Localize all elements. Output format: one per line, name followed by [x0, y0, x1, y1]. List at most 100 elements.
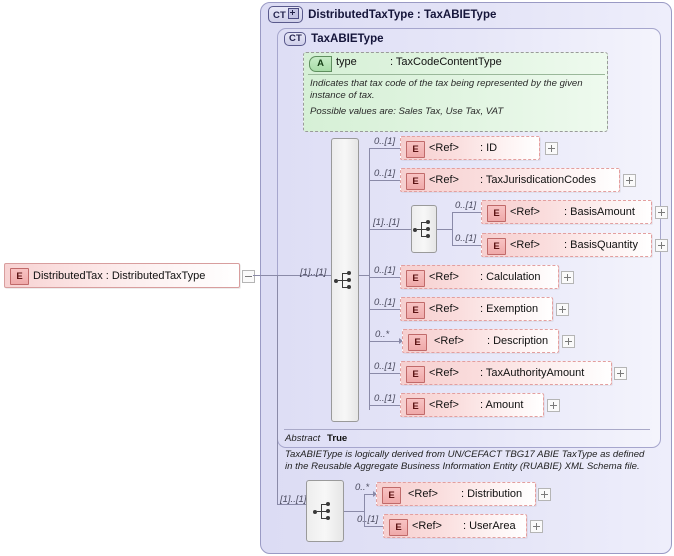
element-ref: <Ref>: [510, 239, 540, 251]
cardinality-bottom-sequence: [1]..[1]: [280, 494, 307, 505]
connector-seq-to-trunk: [359, 275, 369, 276]
attribute-badge: A: [309, 56, 332, 72]
element-badge: E: [487, 238, 506, 255]
attribute-doc-line1: Indicates that tax code of the tax being…: [310, 78, 583, 101]
arrow-icon-distribution: [373, 491, 377, 497]
connector-row-userarea: [364, 526, 388, 527]
element-row-basisquantity[interactable]: E <Ref> : BasisQuantity: [481, 233, 652, 257]
element-row-taxauthorityamount[interactable]: E <Ref> : TaxAuthorityAmount: [400, 361, 612, 385]
cardinality-taxjurisdicationcodes: 0..[1]: [374, 168, 396, 179]
element-row-exemption[interactable]: E <Ref> : Exemption: [400, 297, 553, 321]
element-row-distribution[interactable]: E <Ref> : Distribution: [376, 482, 536, 506]
element-ref: <Ref>: [429, 142, 459, 154]
sequence-icon: [313, 502, 337, 522]
expand-plus-icon-id[interactable]: [545, 142, 558, 155]
element-type: : BasisAmount: [564, 206, 635, 218]
element-row-basisamount[interactable]: E <Ref> : BasisAmount: [481, 200, 652, 224]
cardinality-taxauthorityamount: 0..[1]: [374, 361, 396, 372]
cardinality-amount: 0..[1]: [374, 393, 396, 404]
expand-plus-icon-taxjurisdicationcodes[interactable]: [623, 174, 636, 187]
element-type: : TaxJurisdicationCodes: [480, 174, 596, 186]
element-badge: E: [406, 302, 425, 319]
expand-plus-icon-description[interactable]: [562, 335, 575, 348]
attribute-doc-line2: Possible values are: Sales Tax, Use Tax,…: [310, 106, 504, 117]
cardinality-calculation: 0..[1]: [374, 265, 396, 276]
complextype-title-outer: DistributedTaxType : TaxABIEType: [308, 8, 497, 21]
expand-plus-icon-exemption[interactable]: [556, 303, 569, 316]
divider: [284, 429, 650, 430]
element-type: : Exemption: [480, 303, 539, 315]
cardinality-basisquantity: 0..[1]: [455, 233, 477, 244]
cardinality-userarea: 0..[1]: [357, 514, 379, 525]
collapse-minus-icon[interactable]: [242, 270, 255, 283]
element-badge: E: [406, 398, 425, 415]
attribute-name: type: [336, 56, 357, 68]
element-badge: E: [382, 487, 401, 504]
element-row-id[interactable]: E <Ref> : ID: [400, 136, 540, 160]
connector-trunk-bottom: [364, 494, 365, 526]
attribute-type-box[interactable]: A type : TaxCodeContentType Indicates th…: [303, 52, 608, 132]
expand-plus-icon-basisamount[interactable]: [655, 206, 668, 219]
element-ref: <Ref>: [408, 488, 438, 500]
connector-row-exemption: [369, 309, 402, 310]
element-ref: <Ref>: [510, 206, 540, 218]
connector-row-taxauthorityamount: [369, 373, 402, 374]
element-ref: <Ref>: [429, 174, 459, 186]
element-badge: E: [406, 270, 425, 287]
element-type: : Distribution: [461, 488, 523, 500]
element-badge: E: [406, 366, 425, 383]
expand-plus-icon-distribution[interactable]: [538, 488, 551, 501]
sequence-icon: [334, 271, 358, 291]
element-type: : Amount: [480, 399, 524, 411]
expand-plus-icon-userarea[interactable]: [530, 520, 543, 533]
arrow-icon-description: [399, 338, 403, 344]
element-badge: E: [389, 519, 408, 536]
element-badge: E: [408, 334, 427, 351]
element-type: : BasisQuantity: [564, 239, 638, 251]
connector-row-basisamount: [452, 212, 482, 213]
element-row-taxjurisdicationcodes[interactable]: E <Ref> : TaxJurisdicationCodes: [400, 168, 620, 192]
element-badge: E: [10, 268, 29, 285]
connector-row-amount: [369, 405, 402, 406]
expand-plus-icon[interactable]: [288, 8, 300, 19]
sequence-compositor-bottom[interactable]: [306, 480, 344, 542]
cardinality-exemption: 0..[1]: [374, 297, 396, 308]
expand-plus-icon-basisquantity[interactable]: [655, 239, 668, 252]
connector-row-description: [369, 341, 404, 342]
connector-bottom-seq-to-trunk: [344, 511, 364, 512]
cardinality-basisamount: 0..[1]: [455, 200, 477, 211]
attribute-type: : TaxCodeContentType: [390, 56, 502, 68]
connector-nested-to-trunk: [437, 229, 452, 230]
sequence-compositor-nested[interactable]: [411, 205, 437, 253]
root-element-distributedtax[interactable]: E DistributedTax : DistributedTaxType: [4, 263, 240, 288]
element-type: : TaxAuthorityAmount: [480, 367, 585, 379]
element-row-calculation[interactable]: E <Ref> : Calculation: [400, 265, 559, 289]
divider: [308, 74, 605, 75]
cardinality-description: 0..*: [375, 329, 390, 340]
connector-trunk-main: [369, 148, 370, 410]
expand-plus-icon-taxauthorityamount[interactable]: [614, 367, 627, 380]
expand-plus-icon-calculation[interactable]: [561, 271, 574, 284]
expand-plus-icon-amount[interactable]: [547, 399, 560, 412]
element-row-amount[interactable]: E <Ref> : Amount: [400, 393, 544, 417]
cardinality-nested-sequence: [1]..[1]: [373, 217, 400, 228]
element-ref: <Ref>: [429, 367, 459, 379]
connector-root-to-sequence: [253, 275, 331, 276]
connector-row-calculation: [369, 277, 402, 278]
element-badge: E: [487, 205, 506, 222]
cardinality-id: 0..[1]: [374, 136, 396, 147]
element-ref: <Ref>: [434, 335, 464, 347]
sequence-compositor-main[interactable]: [331, 138, 359, 422]
cardinality-main-sequence: [1]..[1]: [300, 267, 327, 278]
connector-row-nested-sequence: [369, 229, 411, 230]
abstract-label: Abstract: [285, 433, 321, 444]
element-row-userarea[interactable]: E <Ref> : UserArea: [383, 514, 527, 538]
element-badge: E: [406, 173, 425, 190]
element-row-description[interactable]: E <Ref> : Description: [402, 329, 559, 353]
abstract-value: True: [327, 433, 348, 444]
footer-documentation: TaxABIEType is logically derived from UN…: [285, 449, 645, 472]
connector-trunk-nested: [452, 212, 453, 246]
